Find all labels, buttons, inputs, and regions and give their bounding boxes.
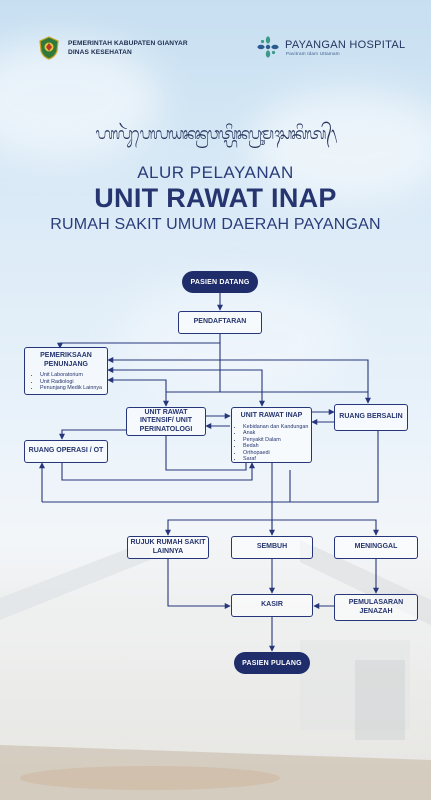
- registration-label: PENDAFTARAN: [193, 318, 247, 326]
- inpatient-item: Kebidanan dan Kandungan: [243, 424, 309, 431]
- maternity-label: RUANG BERSALIN: [339, 413, 403, 421]
- cloud-glow: [0, 40, 160, 160]
- government-name: PEMERINTAH KABUPATEN GIANYAR: [68, 40, 188, 47]
- department-name: DINAS KESEHATAN: [68, 49, 132, 56]
- inpatient-node: UNIT RAWAT INAP Kebidanan dan Kandungan …: [231, 407, 312, 463]
- funeral-node: PEMULASARAN JENAZAH: [334, 594, 418, 621]
- hospital-tagline: Pavitram Idam Uttamam: [286, 50, 340, 56]
- registration-node: PENDAFTARAN: [178, 311, 262, 334]
- funeral-label: PEMULASARAN JENAZAH: [348, 599, 404, 615]
- support-exam-item: Unit Laboratorium: [40, 372, 104, 379]
- hospital-header: PAYANGAN HOSPITAL Pavitram Idam Uttamam: [256, 36, 405, 58]
- intensive-care-node: UNIT RAWAT INTENSIF/ UNIT PERINATOLOGI: [126, 407, 206, 436]
- inpatient-item: Bedah: [243, 443, 309, 450]
- support-exam-item: Unit Radiologi: [40, 379, 104, 386]
- title-line-3: RUMAH SAKIT UMUM DAERAH PAYANGAN: [50, 216, 381, 233]
- end-node: PASIEN PULANG: [234, 652, 310, 674]
- support-exam-label: PEMERIKSAAN PENUNJANG: [40, 352, 92, 368]
- balinese-script-title: ᬳᬮᬸᬃᬧᬾᬮᬬᬦᬦ᭄ᬭᬯᬢ᭄ᬳᬶᬦᬧ᭄ᬭᬸᬫᬄᬲᬓᬶᬢ᭄᭞: [95, 124, 337, 143]
- cloud-glow: [250, 90, 431, 200]
- government-header: PEMERINTAH KABUPATEN GIANYAR DINAS KESEH…: [38, 36, 188, 60]
- inpatient-label: UNIT RAWAT INAP: [240, 412, 303, 419]
- title-line-2: UNIT RAWAT INAP: [94, 183, 337, 213]
- operating-room-label: RUANG OPERASI / OT: [28, 447, 104, 455]
- hospital-logo-icon: [257, 36, 279, 58]
- recovered-label: SEMBUH: [256, 543, 288, 551]
- operating-room-node: RUANG OPERASI / OT: [24, 440, 108, 463]
- deceased-label: MENINGGAL: [354, 543, 398, 551]
- support-exam-list: Unit Laboratorium Unit Radiologi Penunja…: [28, 372, 104, 392]
- referral-label: RUJUK RUMAH SAKIT LAINNYA: [130, 539, 206, 555]
- support-exam-item: Penunjang Medik Lainnya: [40, 385, 104, 392]
- support-exam-node: PEMERIKSAAN PENUNJANG Unit Laboratorium …: [24, 347, 108, 395]
- recovered-node: SEMBUH: [231, 536, 313, 559]
- inpatient-item: Anak: [243, 430, 309, 437]
- hospital-name: PAYANGAN HOSPITAL: [285, 38, 406, 51]
- inpatient-item: Saraf: [243, 456, 309, 463]
- maternity-node: RUANG BERSALIN: [334, 404, 408, 431]
- inpatient-item: Orthopaedi: [243, 450, 309, 457]
- gianyar-seal-icon: [39, 36, 59, 60]
- inpatient-item: Penyakit Dalam: [243, 437, 309, 444]
- cashier-label: KASIR: [261, 601, 283, 609]
- title-line-1: ALUR PELAYANAN: [137, 163, 294, 182]
- referral-node: RUJUK RUMAH SAKIT LAINNYA: [127, 536, 209, 559]
- cashier-node: KASIR: [231, 594, 313, 617]
- intensive-care-label: UNIT RAWAT INTENSIF/ UNIT PERINATOLOGI: [139, 408, 193, 433]
- deceased-node: MENINGGAL: [334, 536, 418, 559]
- start-node: PASIEN DATANG: [182, 271, 258, 293]
- inpatient-list: Kebidanan dan Kandungan Anak Penyakit Da…: [234, 424, 309, 463]
